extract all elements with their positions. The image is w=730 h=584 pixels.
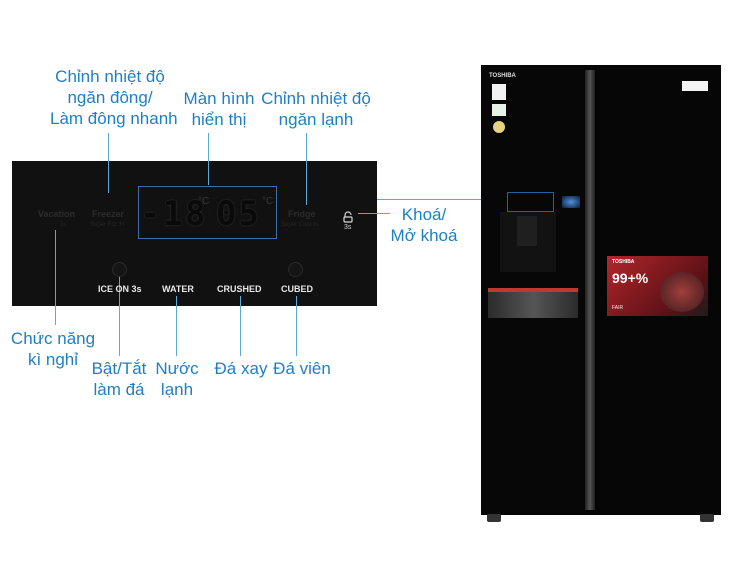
leader-line-display (208, 133, 209, 185)
freezer-degree-unit: °C (198, 196, 210, 207)
dispenser-spout (517, 216, 537, 246)
feature-strip (488, 288, 578, 318)
fridge-brand-logo: TOSHIBA (489, 73, 516, 79)
temperature-display (138, 186, 277, 239)
leader-line-water (176, 296, 177, 356)
callout-text: Nước (155, 359, 199, 378)
callout-text: Bật/Tắt (91, 359, 147, 378)
callout-text: Chức năng (10, 329, 96, 348)
fridge-foot-left (487, 514, 501, 522)
ice-on-touch-icon[interactable] (112, 262, 127, 277)
certificate-sticker (492, 104, 506, 116)
feature-strip-accent (488, 288, 578, 292)
callout-text: Đá xay (214, 359, 268, 378)
callout-freezer-adjust: Chỉnh nhiệt độ ngăn đông/ Làm đông nhanh (50, 66, 178, 129)
callout-text: làm đá (93, 380, 145, 399)
callout-water: Nước lạnh (148, 358, 206, 400)
callout-crushed: Đá xay (210, 358, 272, 379)
callout-text: Màn hình (183, 89, 255, 108)
freezer-button[interactable]: Freezer (92, 209, 125, 219)
promo-air-label: FAIR (612, 305, 624, 311)
dispenser-blue-glow (562, 196, 580, 208)
vacation-button[interactable]: Vacation (38, 209, 76, 219)
freezer-sub: Super Frz 3s (90, 222, 125, 228)
callout-text: ngăn lạnh (278, 110, 354, 129)
callout-text: Làm đông nhanh (50, 109, 178, 128)
callout-text: ngăn đông/ (67, 88, 153, 107)
leader-line-freezer (108, 133, 109, 193)
fridge-sub: Super Cool 3s (281, 222, 320, 228)
fridge-degree-unit: °C (262, 196, 274, 207)
callout-text: Chỉnh nhiệt độ (261, 89, 371, 108)
callout-vacation: Chức năng kì nghỉ (8, 328, 98, 370)
callout-text: Mở khoá (390, 226, 458, 245)
leader-line-fridge (306, 133, 307, 205)
callout-text: kì nghỉ (27, 350, 79, 369)
fridge-temperature: 05 (216, 194, 261, 234)
callout-fridge-adjust: Chỉnh nhiệt độ ngăn lạnh (257, 88, 375, 130)
leader-line-lock-fridge (377, 199, 517, 200)
callout-text: Khoá/ (401, 205, 447, 224)
cubed-touch-icon[interactable] (288, 262, 303, 277)
control-panel (12, 161, 377, 306)
gold-seal (493, 121, 505, 133)
callout-display: Màn hình hiển thị (180, 88, 258, 130)
promo-big-number: 99+% (612, 270, 649, 286)
callout-text: Chỉnh nhiệt độ (55, 67, 165, 86)
crushed-button[interactable]: CRUSHED (217, 284, 262, 294)
dispenser-panel (507, 192, 554, 212)
promo-food-image (660, 272, 704, 312)
leader-line-crushed (240, 296, 241, 356)
callout-text: lạnh (160, 380, 194, 399)
water-button[interactable]: WATER (162, 284, 194, 294)
fridge-foot-right (700, 514, 714, 522)
leader-line-ice (119, 268, 120, 356)
fridge-button[interactable]: Fridge (288, 209, 316, 219)
freezer-temperature: -18 (140, 194, 208, 234)
leader-line-lock (358, 213, 390, 214)
door-handle (585, 70, 595, 510)
energy-label (492, 84, 506, 100)
leader-line-vacation (55, 230, 56, 325)
callout-text: Đá viên (273, 359, 331, 378)
callout-text: hiển thị (191, 110, 247, 129)
right-door-tag (682, 81, 708, 91)
vacation-sub: 3s (60, 222, 67, 228)
promo-brand: TOSHIBA (612, 259, 635, 265)
callout-lock: Khoá/ Mở khoá (388, 204, 460, 246)
ice-on-button[interactable]: ICE ON 3s (98, 284, 142, 294)
callout-ice: Bật/Tắt làm đá (83, 358, 155, 400)
lock-hold-label: 3s (344, 224, 352, 231)
cubed-button[interactable]: CUBED (281, 284, 314, 294)
leader-line-cubed (296, 296, 297, 356)
callout-cubed: Đá viên (270, 358, 334, 379)
lock-icon[interactable] (342, 210, 354, 223)
